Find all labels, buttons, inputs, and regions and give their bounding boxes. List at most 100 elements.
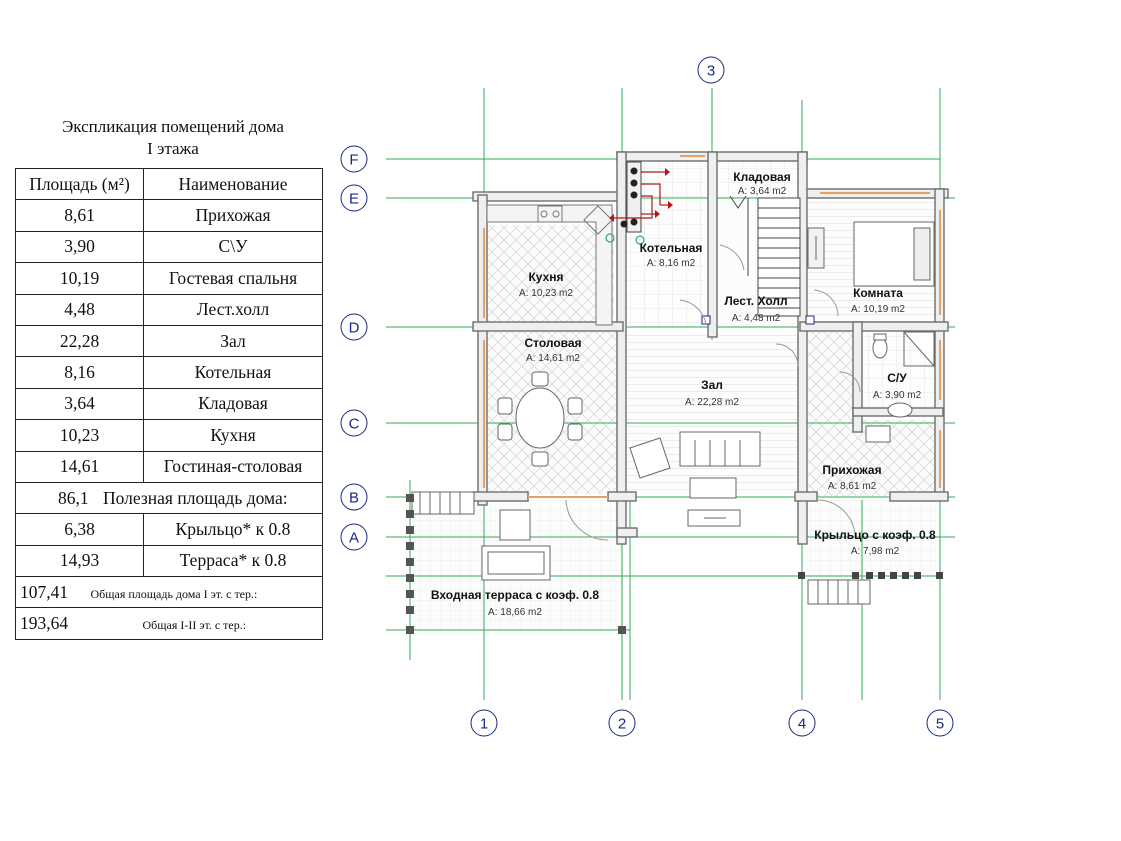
room-name: Кладовая: [733, 170, 790, 184]
staircase: [701, 195, 815, 325]
row-name: Гостиная-столовая: [143, 450, 323, 483]
boiler-equipment: [605, 161, 673, 245]
header-area: Площадь (м²): [15, 167, 144, 201]
room-label: Котельная A: 8,16 m2: [640, 241, 703, 269]
room-name: Лест. Холл: [724, 294, 787, 308]
axis-marker: E: [340, 184, 368, 212]
windows: [483, 155, 941, 498]
axis-label: A: [349, 530, 359, 547]
axis-label: F: [349, 152, 358, 169]
axis-label: 1: [480, 716, 488, 733]
row-name: Прихожая: [143, 199, 323, 232]
row-area: 8,16: [15, 356, 144, 389]
room-area: A: 10,23 m2: [519, 288, 573, 299]
room-name: Котельная: [640, 241, 703, 255]
axis-marker: F: [340, 145, 368, 173]
porch: [798, 572, 943, 605]
bathroom-fixtures: [775, 331, 935, 443]
axis-label: C: [349, 416, 360, 433]
room-area: A: 7,98 m2: [851, 546, 900, 557]
axis-marker: 2: [608, 709, 636, 737]
room-label: Столовая A: 14,61 m2: [524, 336, 581, 364]
room-label: Комната A: 10,19 m2: [851, 286, 905, 315]
total-all-value: 193,64: [20, 613, 69, 634]
room-area: A: 10,19 m2: [851, 304, 905, 315]
room-area: A: 22,28 m2: [685, 397, 739, 408]
room-label: Прихожая A: 8,61 m2: [822, 463, 881, 492]
room-name: Комната: [853, 286, 903, 300]
entrance-terrace: [406, 491, 626, 634]
row-name: Кладовая: [143, 387, 323, 421]
axis-marker: D: [340, 313, 368, 341]
room-label: Входная терраса с коэф. 0.8 A: 18,66 m2: [431, 588, 599, 618]
doors: [565, 244, 856, 541]
room-area: A: 4,48 m2: [732, 313, 781, 324]
table-title-line2: I этажа: [147, 139, 199, 158]
room-area: A: 18,66 m2: [488, 607, 542, 618]
room-name: Кухня: [528, 270, 563, 284]
useful-total-label: Полезная площадь дома:: [103, 487, 288, 508]
living-furniture: [629, 431, 761, 527]
axis-label: 4: [798, 716, 806, 733]
total-all-label: Общая I-II эт. с тер.:: [142, 618, 247, 633]
useful-total-row: 86,1 Полезная площадь дома:: [15, 481, 323, 515]
total-floor1-label: Общая площадь дома I эт. с тер.:: [90, 586, 258, 601]
table-title: Экспликация помещений дома I этажа: [16, 116, 330, 160]
row-name: Гостевая спальня: [143, 262, 323, 295]
total-floor1-row: 107,41 Общая площадь дома I эт. с тер.:: [15, 576, 323, 609]
axis-label: D: [349, 320, 360, 337]
room-label: Лест. Холл A: 4,48 m2: [724, 294, 787, 324]
room-area: A: 8,16 m2: [647, 258, 696, 269]
room-name: Крыльцо с коэф. 0.8: [814, 528, 936, 542]
room-area: A: 3,64 m2: [738, 186, 787, 197]
row-area: 10,19: [15, 262, 144, 295]
axis-marker: B: [340, 483, 368, 511]
room-label: Кухня A: 10,23 m2: [519, 270, 573, 299]
row-area: 3,90: [15, 230, 144, 264]
axis-marker: 3: [697, 56, 725, 84]
row-name: С\У: [143, 230, 323, 264]
room-labels: Кладовая A: 3,64 m2 Котельная A: 8,16 m2…: [431, 170, 936, 618]
room-name: Столовая: [524, 336, 581, 350]
bedroom-furniture: [807, 221, 935, 287]
useful-total-value: 86,1: [58, 487, 89, 508]
axis-label: E: [349, 191, 359, 208]
total-all-row: 193,64 Общая I-II эт. с тер.:: [15, 607, 323, 640]
row-name: Кухня: [143, 419, 323, 452]
axis-marker: 4: [788, 709, 816, 737]
axis-label: 5: [936, 716, 944, 733]
room-name: Зал: [701, 378, 723, 392]
dining-set: [497, 371, 583, 467]
row-name: Лест.холл: [143, 293, 323, 326]
axis-marker: C: [340, 409, 368, 437]
table-title-line1: Экспликация помещений дома: [62, 117, 284, 136]
room-name: С/У: [887, 371, 907, 385]
total-floor1-value: 107,41: [20, 581, 69, 602]
axis-label: 2: [618, 716, 626, 733]
room-area: A: 8,61 m2: [828, 481, 877, 492]
room-label: Зал A: 22,28 m2: [685, 378, 739, 408]
axis-label: 3: [707, 63, 715, 80]
row-name: Котельная: [143, 356, 323, 389]
terrace-label: Терраса* к 0.8: [143, 544, 323, 578]
room-area: A: 14,61 m2: [526, 353, 580, 364]
room-label: Крыльцо с коэф. 0.8 A: 7,98 m2: [814, 528, 936, 557]
room-area: A: 3,90 m2: [873, 390, 922, 401]
room-label: Кладовая A: 3,64 m2: [733, 170, 790, 197]
axis-marker: A: [340, 523, 368, 551]
room-name: Прихожая: [822, 463, 881, 477]
axis-marker: 1: [470, 709, 498, 737]
axis-markers: F E D C B A 1 2: [340, 56, 954, 737]
room-label: С/У A: 3,90 m2: [873, 371, 922, 401]
row-area: 10,23: [15, 419, 144, 452]
